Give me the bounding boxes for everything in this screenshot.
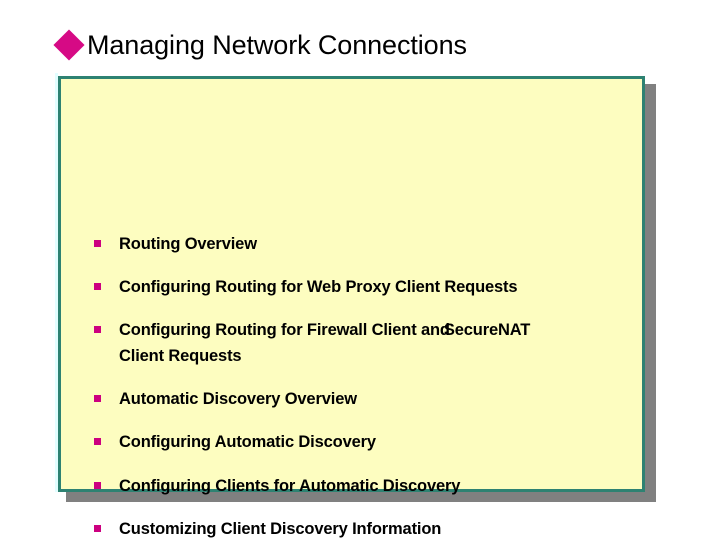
list-item[interactable]: Configuring Routing for Firewall Client … <box>94 317 624 369</box>
square-bullet-icon <box>94 438 101 445</box>
list-item[interactable]: Configuring Clients for Automatic Discov… <box>94 473 624 499</box>
content-panel-top-highlight <box>55 73 645 76</box>
list-item-label: Customizing Client Discovery Information <box>119 520 442 538</box>
square-bullet-icon <box>94 283 101 290</box>
content-panel: Routing Overview Configuring Routing for… <box>58 76 645 538</box>
square-bullet-icon <box>94 326 101 333</box>
square-bullet-icon <box>94 240 101 247</box>
list-item-label-part-a: Configuring Routing for Firewall Client … <box>119 321 450 339</box>
diamond-bullet-icon <box>53 29 85 61</box>
list-item-label: Configuring Routing for Web Proxy Client… <box>119 278 518 296</box>
square-bullet-icon <box>94 525 101 532</box>
list-item-label: Configuring Automatic Discovery <box>119 433 376 451</box>
content-panel-left-highlight <box>55 73 58 492</box>
list-item[interactable]: Routing Overview <box>94 231 624 257</box>
square-bullet-icon <box>94 395 101 402</box>
list-item-label: Routing Overview <box>119 235 257 253</box>
list-item-label: Configuring Clients for Automatic Discov… <box>119 477 461 495</box>
list-item-label: Configuring Routing for Firewall Client … <box>119 317 530 369</box>
slide-title: Managing Network Connections <box>53 24 467 66</box>
page-title: Managing Network Connections <box>87 30 467 60</box>
list-item-label: Automatic Discovery Overview <box>119 390 357 408</box>
bullet-list: Routing Overview Configuring Routing for… <box>61 79 642 538</box>
list-item[interactable]: Configuring Routing for Web Proxy Client… <box>94 274 624 300</box>
list-item[interactable]: Configuring Automatic Discovery <box>94 429 624 455</box>
list-item-label-part-c: Client Requests <box>119 347 242 365</box>
list-item-label-part-b: SecureNAT <box>443 321 531 339</box>
square-bullet-icon <box>94 482 101 489</box>
list-item[interactable]: Customizing Client Discovery Information <box>94 516 624 542</box>
list-item[interactable]: Automatic Discovery Overview <box>94 386 624 412</box>
